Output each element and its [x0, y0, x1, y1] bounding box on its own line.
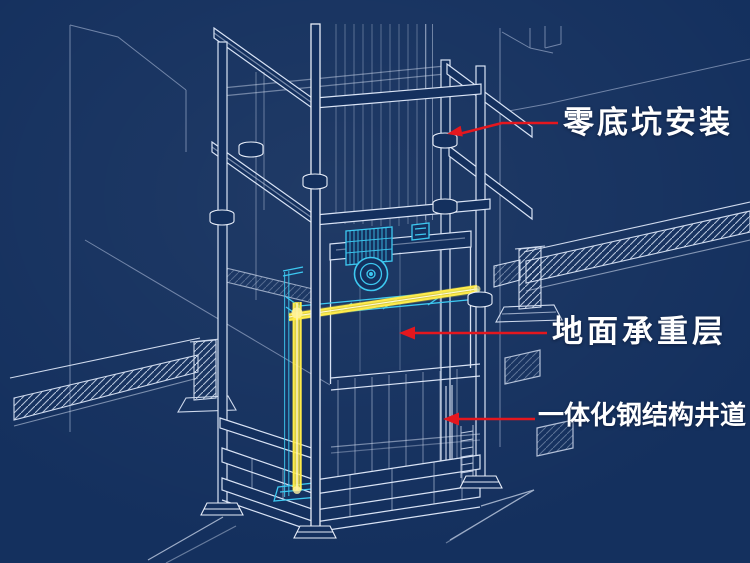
pit-ladder: [460, 425, 474, 478]
annotation-arrow-zero-pit: [447, 121, 558, 137]
pulley: [353, 256, 389, 292]
annotation-label-zero-pit: 零底坑安装: [563, 105, 733, 141]
left-floor-slab: [9, 267, 314, 427]
column-back-left: [217, 41, 228, 506]
right-floor-slab: [493, 201, 750, 323]
annotation-arrows: [399, 121, 558, 426]
annotation-arrow-floor-bearing: [399, 326, 547, 340]
annotation-label-floor-bearing: 地面承重层: [552, 314, 727, 350]
shaft-base-frame: [147, 363, 535, 563]
hoist-cables: [335, 24, 427, 226]
guide-rail-vertical-highlight: [291, 285, 481, 494]
annotation-arrow-steel-shaft: [443, 412, 535, 426]
column-front-left: [310, 23, 321, 529]
junction-box: [411, 222, 430, 241]
annotation-label-steel-shaft: 一体化钢结构井道: [538, 401, 747, 431]
shaft-frame: [211, 24, 574, 506]
traction-machine: [345, 222, 430, 292]
